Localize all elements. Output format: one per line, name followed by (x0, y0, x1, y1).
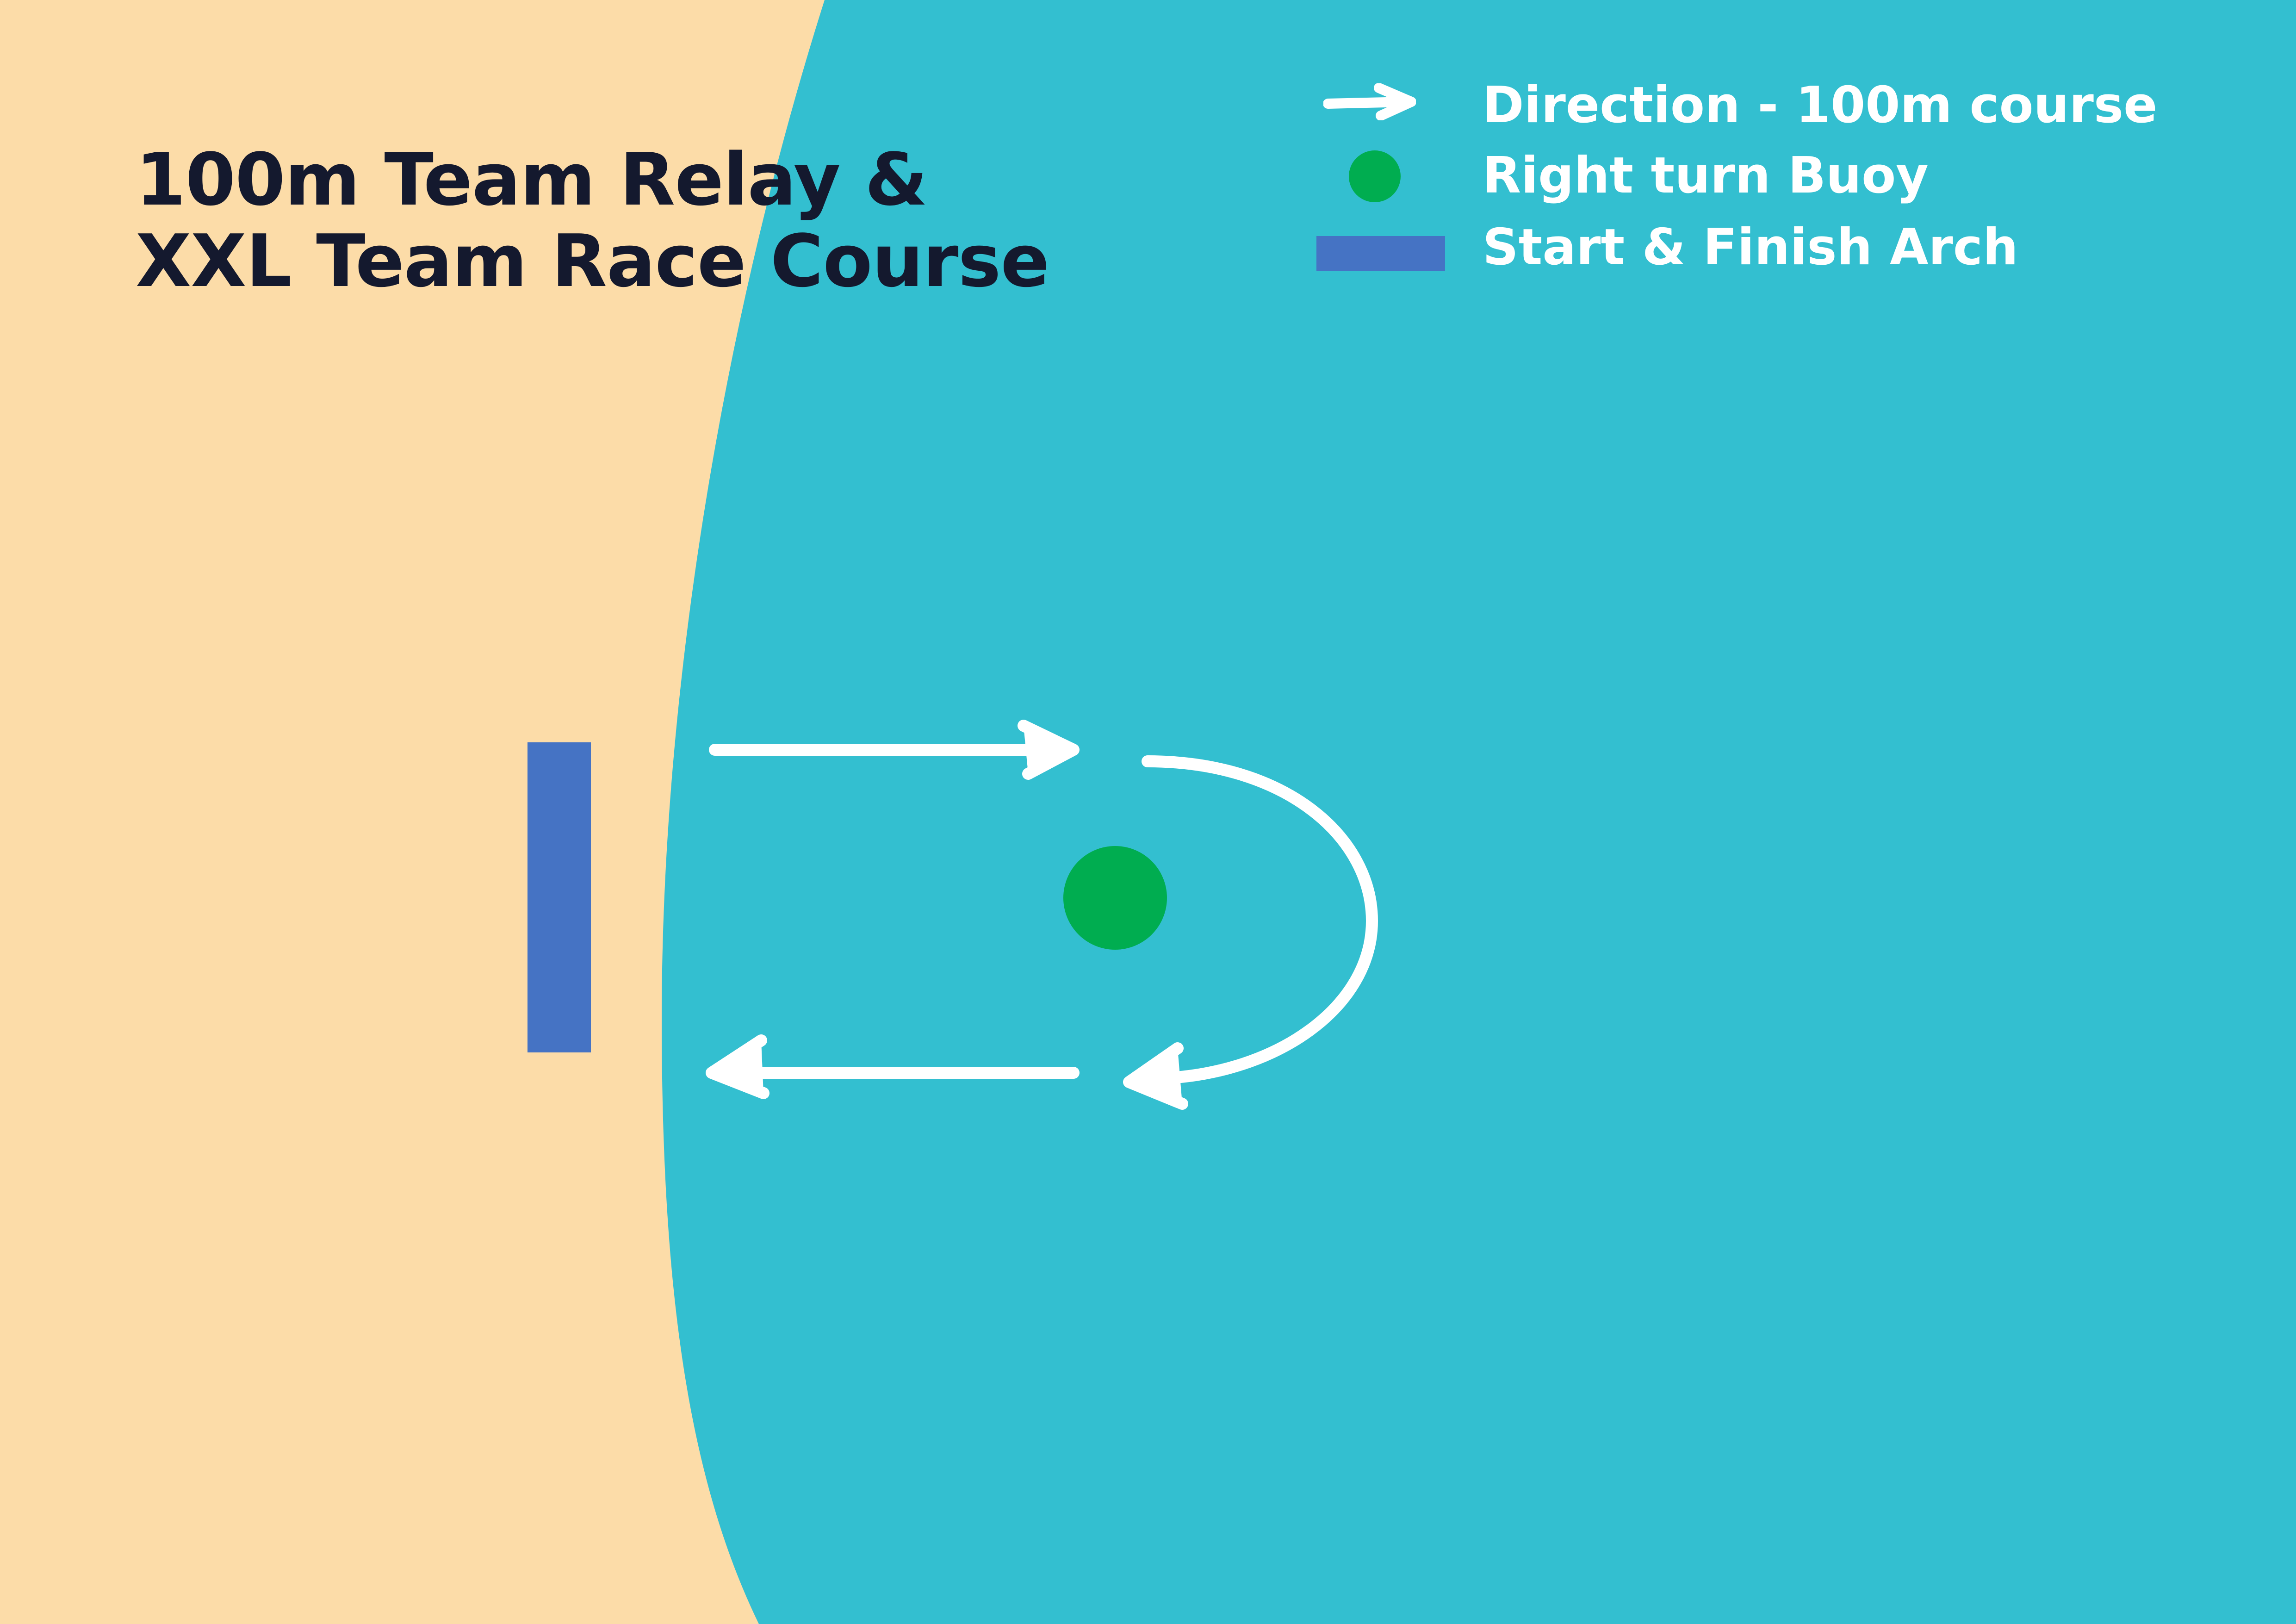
buoy-dot-icon (1349, 150, 1401, 202)
legend-label-arch: Start & Finish Arch (1483, 218, 2018, 276)
legend-label-buoy: Right turn Buoy (1483, 147, 1929, 205)
outbound-direction-arrow (709, 720, 1080, 780)
return-direction-arrow (706, 1034, 1080, 1099)
map-title-line-1: 100m Team Relay & (136, 137, 928, 222)
turn-loop-arrow (1123, 755, 1378, 1110)
arrow-right-icon (1323, 83, 1416, 120)
map-title: 100m Team Relay & XXL Team Race Course (136, 139, 1049, 302)
legend-label-direction: Direction - 100m course (1483, 76, 2158, 134)
water-area (662, 0, 2296, 1624)
start-finish-arch (527, 742, 591, 1052)
right-turn-buoy (1063, 846, 1167, 950)
map-title-line-2: XXL Team Race Course (136, 219, 1049, 303)
arch-bar-icon (1316, 236, 1445, 271)
